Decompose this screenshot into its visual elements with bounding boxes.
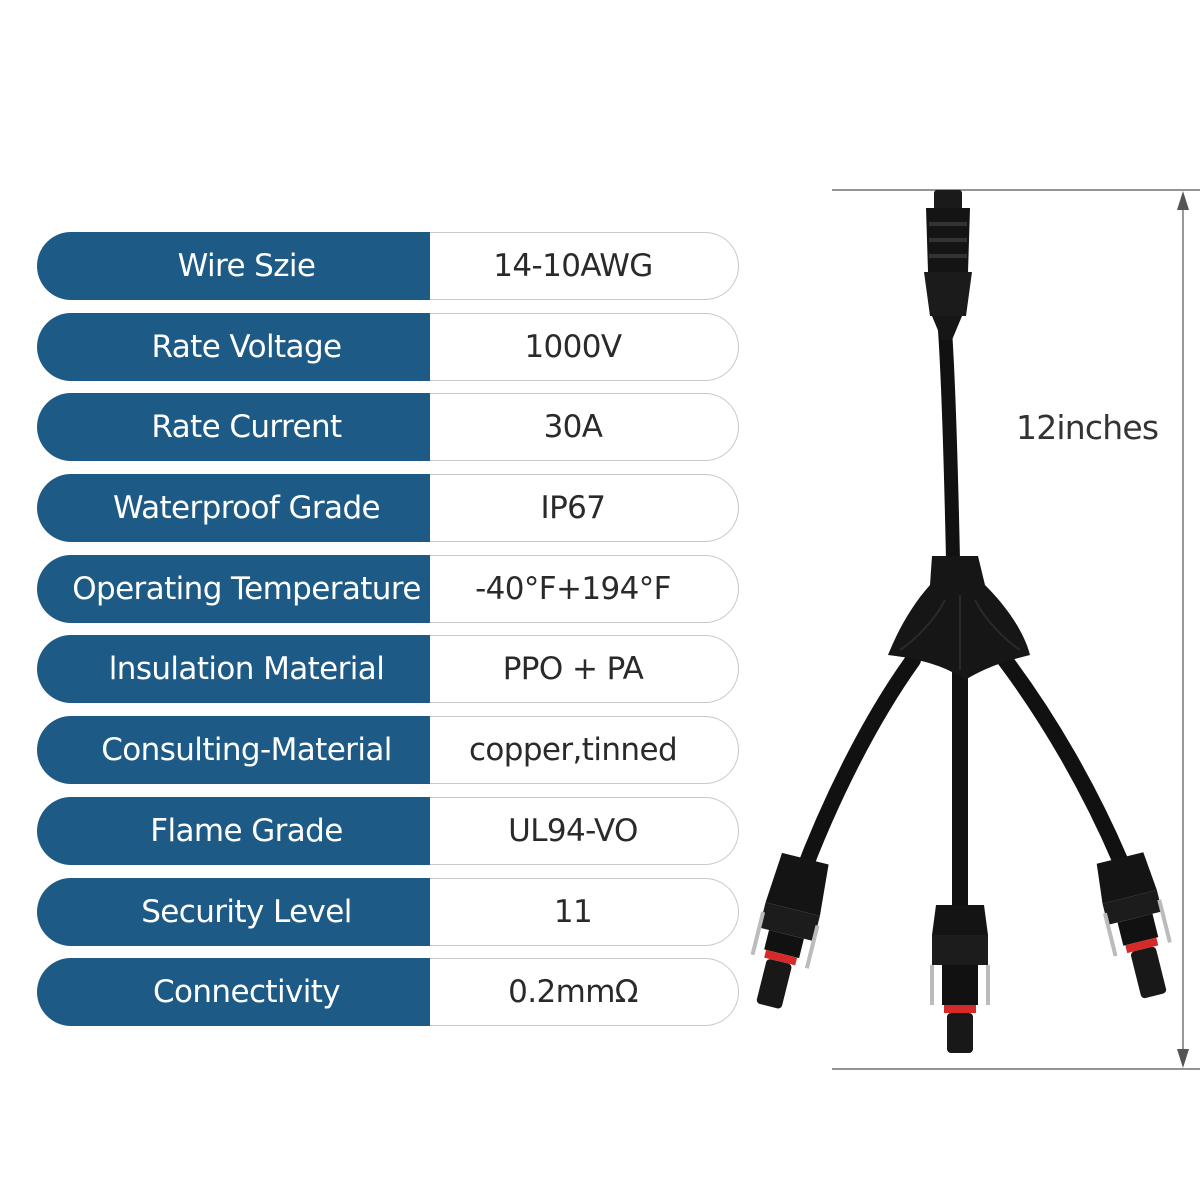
- arrow-up-icon: [1177, 191, 1189, 210]
- spec-label: Consulting-Material: [37, 716, 430, 785]
- spec-label: Flame Grade: [37, 796, 430, 865]
- spec-value: -40°F+194°F: [430, 554, 739, 623]
- spec-row-insulation-material: lnsulation Material PPO + PA: [37, 635, 739, 704]
- spec-label: Wire Szie: [37, 232, 430, 300]
- spec-row-security-level: Security Level 11: [37, 877, 739, 946]
- spec-row-flame-grade: Flame Grade UL94-VO: [37, 796, 739, 865]
- spec-value: IP67: [430, 474, 739, 543]
- spec-value: copper,tinned: [430, 716, 739, 785]
- spec-label: Waterproof Grade: [37, 474, 430, 543]
- spec-label: Operating Temperature: [37, 554, 430, 623]
- spec-row-rate-voltage: Rate Voltage 1000V: [37, 312, 739, 381]
- spec-label: Connectivity: [37, 958, 430, 1027]
- spec-value: UL94-VO: [430, 796, 739, 865]
- spec-row-wire-size: Wire Szie 14-10AWG: [37, 232, 739, 300]
- cable-wires: [792, 323, 1128, 918]
- spec-label: Rate Voltage: [37, 312, 430, 381]
- spec-value: PPO + PA: [430, 635, 739, 704]
- dimension-guide: [832, 189, 1200, 1070]
- spec-value: 1000V: [430, 312, 739, 381]
- spec-row-rate-current: Rate Current 30A: [37, 393, 739, 462]
- spec-table: Wire Szie 14-10AWG Rate Voltage 1000V Ra…: [37, 232, 739, 1039]
- spec-label: Security Level: [37, 877, 430, 946]
- left-branch-cable: [792, 652, 921, 888]
- length-label: 12inches: [1016, 408, 1159, 447]
- spec-value: 14-10AWG: [430, 232, 739, 300]
- spec-row-operating-temperature: Operating Temperature -40°F+194°F: [37, 554, 739, 623]
- left-connector-icon: [750, 852, 829, 1009]
- spec-row-waterproof-grade: Waterproof Grade IP67: [37, 474, 739, 543]
- spec-value: 30A: [430, 393, 739, 462]
- right-branch-cable: [997, 652, 1128, 868]
- y-junction-icon: [888, 556, 1030, 680]
- spec-row-consulting-material: Consulting-Material copper,tinned: [37, 716, 739, 785]
- spec-label: Rate Current: [37, 393, 430, 462]
- spec-value: 0.2mmΩ: [430, 958, 739, 1027]
- right-connector-icon: [1096, 852, 1172, 999]
- arrow-down-icon: [1177, 1049, 1189, 1068]
- main-cable: [938, 323, 960, 567]
- spec-value: 11: [430, 877, 739, 946]
- middle-connector-icon: [930, 905, 990, 1053]
- top-connector-icon: [924, 190, 972, 340]
- spec-label: lnsulation Material: [37, 635, 430, 704]
- spec-row-connectivity: Connectivity 0.2mmΩ: [37, 958, 739, 1027]
